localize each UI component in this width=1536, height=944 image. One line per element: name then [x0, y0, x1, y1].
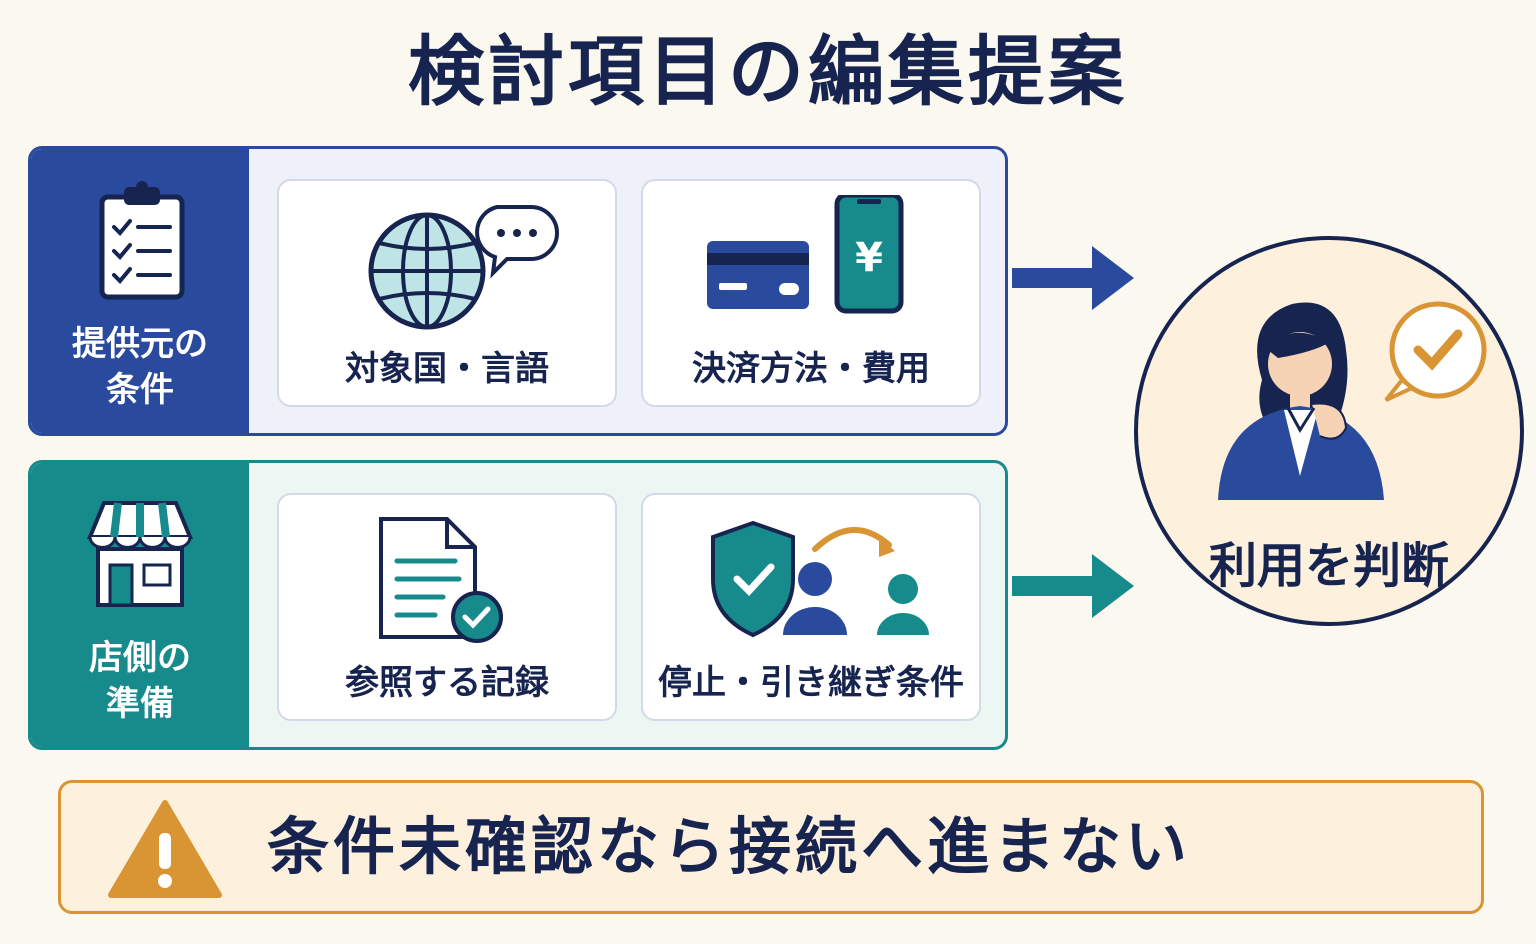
arrow-right-icon [1012, 246, 1134, 310]
provider-side-header: 提供元の 条件 [31, 149, 249, 433]
decision-label: 利用を判断 [1208, 538, 1449, 594]
card-payment-method-fees: ¥ 決済方法・費用 [641, 179, 981, 407]
thinking-person-check-icon [1218, 301, 1487, 500]
store-side-header: 店側の 準備 [31, 463, 249, 747]
card-suspension-handover: 停止・引き継ぎ条件 [641, 493, 981, 721]
svg-text:¥: ¥ [855, 235, 883, 281]
credit-card-yen-phone-icon: ¥ [707, 195, 904, 314]
store-preparation-panel: 店側の 準備 参照する記録 停止・引き継ぎ条件 [28, 460, 1008, 750]
card-reference-records: 参照する記録 [277, 493, 617, 721]
store-panel-label: 店側の 準備 [89, 638, 191, 724]
storefront-icon [87, 501, 193, 607]
decision-circle: 利用を判断 [1134, 236, 1524, 626]
provider-conditions-panel: 提供元の 条件 対象国・言語 ¥ 決済方法・費用 [28, 146, 1008, 436]
card-label: 参照する記録 [345, 663, 549, 703]
warning-triangle-icon [108, 800, 222, 898]
globe-speech-bubble-icon [368, 205, 559, 330]
clipboard-checklist-icon [99, 181, 185, 300]
document-check-icon [379, 517, 503, 643]
arrow-right-icon [1012, 554, 1134, 618]
card-target-country-language: 対象国・言語 [277, 179, 617, 407]
warning-banner: 条件未確認なら接続へ進まない [58, 780, 1484, 914]
warning-text: 条件未確認なら接続へ進まない [267, 810, 1192, 883]
card-label: 対象国・言語 [345, 349, 549, 389]
card-label: 決済方法・費用 [692, 349, 930, 389]
shield-handover-icon [711, 520, 929, 638]
provider-panel-label: 提供元の 条件 [72, 324, 208, 410]
page-title: 検討項目の編集提案 [408, 27, 1128, 116]
card-label: 停止・引き継ぎ条件 [658, 663, 964, 703]
